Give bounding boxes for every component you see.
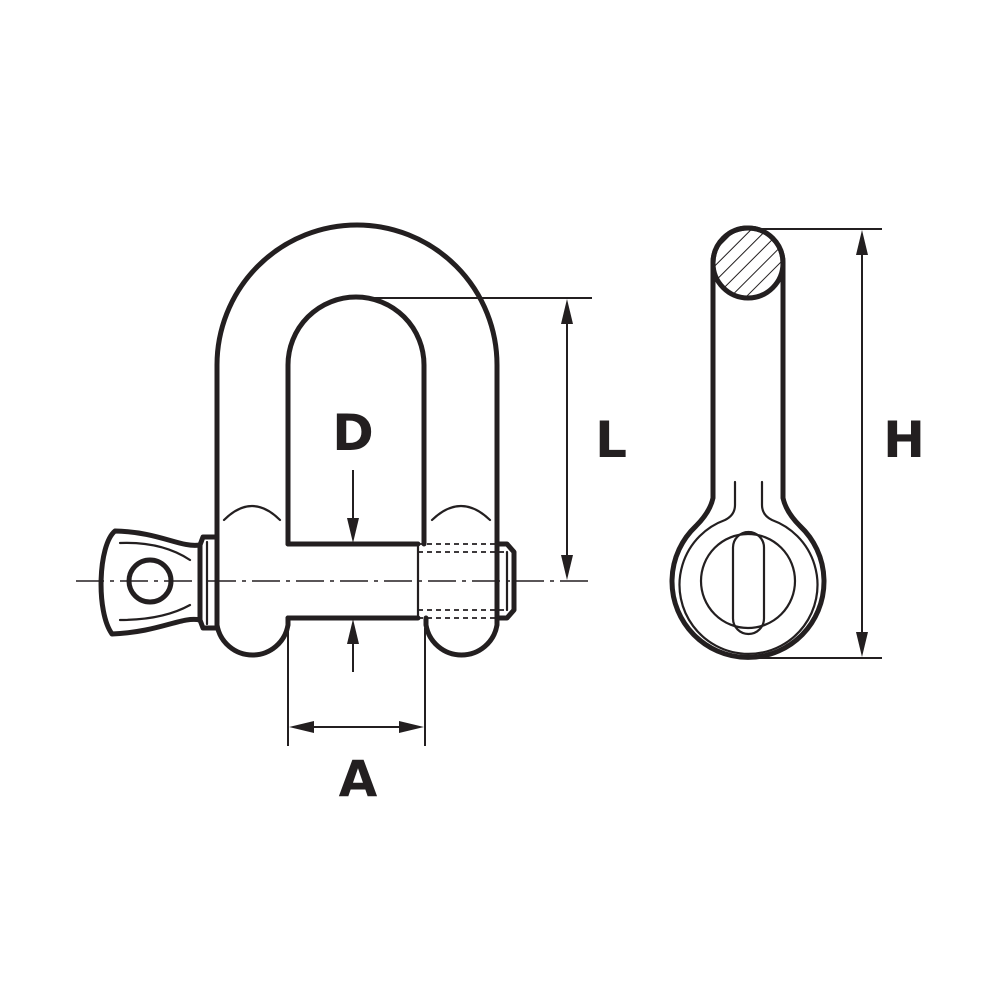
label-a: A xyxy=(339,750,378,808)
dim-h-arrow-bottom xyxy=(856,632,868,657)
side-eye-ring xyxy=(678,480,819,655)
label-d: D xyxy=(332,404,374,462)
pin-body xyxy=(285,541,421,621)
pin-head-slot xyxy=(731,530,766,636)
shackle-bow-outer xyxy=(214,222,500,523)
dim-a-arrow-right xyxy=(399,721,424,733)
right-eye-lug xyxy=(423,517,500,658)
dim-a-arrow-left xyxy=(289,721,314,733)
dim-l-arrow-top xyxy=(561,299,573,324)
pin-eye-head-inner xyxy=(118,541,192,622)
section-hatch xyxy=(714,229,782,297)
side-view: H xyxy=(669,225,925,660)
dim-d-arrow-top xyxy=(347,518,359,543)
dim-h-arrow-top xyxy=(856,230,868,255)
pin-collar xyxy=(197,534,220,631)
label-h: H xyxy=(883,411,925,469)
dim-l-arrow-bottom xyxy=(561,555,573,580)
left-eye-top-arc xyxy=(222,505,282,522)
dim-d-arrow-bottom xyxy=(347,619,359,644)
shackle-bow-inner xyxy=(285,294,427,547)
front-view: D A L xyxy=(76,222,627,808)
pin-head-circle xyxy=(699,532,797,630)
label-l: L xyxy=(595,411,627,469)
pin-tip xyxy=(494,541,517,621)
pin-eye-head xyxy=(98,528,203,637)
right-eye-top-arc xyxy=(430,505,492,522)
left-eye-lug xyxy=(214,517,291,658)
